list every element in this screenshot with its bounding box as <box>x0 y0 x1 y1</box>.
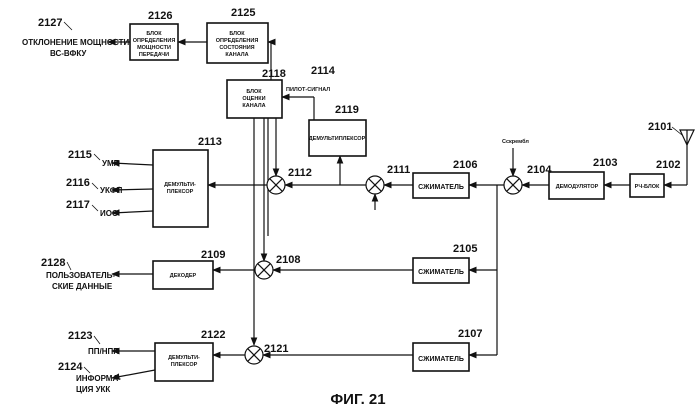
ref-2125: 2125 <box>231 7 255 19</box>
pp-npp-label: 2123 ПП/НПП <box>68 330 119 356</box>
svg-text:2121: 2121 <box>264 343 288 355</box>
ref-2126: 2126 <box>148 10 172 22</box>
svg-text:ЦИЯ УКК: ЦИЯ УКК <box>76 385 110 394</box>
svg-text:ОЦЕНКИ: ОЦЕНКИ <box>242 96 265 102</box>
pilot-demux-block: ДЕМУЛЬТИПЛЕКСОР 2119 <box>309 104 366 156</box>
svg-text:ОПРЕДЕЛЕНИЯ: ОПРЕДЕЛЕНИЯ <box>133 38 176 44</box>
svg-text:УМП: УМП <box>102 159 120 168</box>
svg-text:2112: 2112 <box>288 167 312 179</box>
compressor-2105-block: СЖИМАТЕЛЬ 2105 <box>413 243 477 283</box>
output-power-label: 2127 ОТКЛОНЕНИЕ МОЩНОСТИ ВС-ВФКУ <box>22 17 130 58</box>
ref-2119: 2119 <box>335 104 359 116</box>
ios-label: 2117 ИОС <box>66 199 118 218</box>
svg-text:2128: 2128 <box>41 257 65 269</box>
ref-2106: 2106 <box>453 159 477 171</box>
svg-text:СЖИМАТЕЛЬ: СЖИМАТЕЛЬ <box>418 269 464 276</box>
svg-text:СЖИМАТЕЛЬ: СЖИМАТЕЛЬ <box>418 356 464 363</box>
svg-text:2117: 2117 <box>66 199 90 211</box>
tx-power-block: БЛОК ОПРЕДЕЛЕНИЯ МОЩНОСТИ ПЕРЕДАЧИ 2126 <box>130 10 178 60</box>
ukk-info-label: 2124 ИНФОРМА- ЦИЯ УКК <box>58 361 121 394</box>
svg-text:2116: 2116 <box>66 177 90 189</box>
svg-text:2123: 2123 <box>68 330 92 342</box>
svg-text:ДЕМУЛЬТИ-: ДЕМУЛЬТИ- <box>168 355 200 361</box>
antenna-icon <box>680 130 694 145</box>
svg-text:ИНФОРМА-: ИНФОРМА- <box>76 374 121 383</box>
ref-2118: 2118 <box>262 68 286 80</box>
compressor-2107-block: СЖИМАТЕЛЬ 2107 <box>413 328 482 371</box>
svg-text:2111: 2111 <box>387 164 410 176</box>
ref-2103: 2103 <box>593 157 617 169</box>
svg-text:Cскрембл: Cскрембл <box>502 138 529 145</box>
svg-text:УКФП: УКФП <box>100 186 123 195</box>
svg-text:ДЕМУЛЬТИ-: ДЕМУЛЬТИ- <box>164 182 196 188</box>
svg-text:ПЛЕКСОР: ПЛЕКСОР <box>171 362 198 368</box>
mixer-2108: 2108 <box>255 254 300 279</box>
svg-text:СОСТОЯНИЯ: СОСТОЯНИЯ <box>219 45 254 51</box>
svg-text:ПЕРЕДАЧИ: ПЕРЕДАЧИ <box>139 52 169 58</box>
svg-text:ОПРЕДЕЛЕНИЯ: ОПРЕДЕЛЕНИЯ <box>216 38 259 44</box>
demodulator-block: ДЕМОДУЛЯТОР 2103 <box>549 157 617 199</box>
channel-estimator-block: БЛОК ОЦЕНКИ КАНАЛА 2118 <box>227 68 286 118</box>
ref-2105: 2105 <box>453 243 477 255</box>
svg-text:2127: 2127 <box>38 17 62 29</box>
mixer-2104: 2104 <box>504 164 552 194</box>
svg-text:2108: 2108 <box>276 254 300 266</box>
svg-text:2115: 2115 <box>68 149 92 161</box>
figure-caption: ФИГ. 21 <box>330 391 385 408</box>
ref-antenna: 2101 <box>648 121 672 133</box>
mixer-2111: 2111 <box>366 164 410 194</box>
decoder-block: ДЕКОДЕР 2109 <box>153 249 225 289</box>
svg-text:ПОЛЬЗОВАТЕЛЬ-: ПОЛЬЗОВАТЕЛЬ- <box>46 271 115 280</box>
pilot-signal-label: 2114 ПИЛОТ-СИГНАЛ <box>286 65 336 93</box>
cscrambl-label: Cскрембл <box>502 138 529 145</box>
svg-text:СКИЕ ДАННЫЕ: СКИЕ ДАННЫЕ <box>52 282 113 291</box>
mixer-2121: 2121 <box>245 343 288 364</box>
mixer-2112: 2112 <box>267 167 312 194</box>
ref-2107: 2107 <box>458 328 482 340</box>
ukfp-label: 2116 УКФП <box>66 177 123 195</box>
svg-text:ПЛЕКСОР: ПЛЕКСОР <box>167 189 194 195</box>
svg-text:ИОС: ИОС <box>100 209 118 218</box>
ref-2102: 2102 <box>656 159 680 171</box>
compressor-2106-block: СЖИМАТЕЛЬ 2106 <box>413 159 477 198</box>
svg-text:БЛОК: БЛОК <box>229 31 245 37</box>
svg-text:МОЩНОСТИ: МОЩНОСТИ <box>137 45 171 51</box>
svg-text:ДЕМОДУЛЯТОР: ДЕМОДУЛЯТОР <box>556 184 599 190</box>
svg-text:2124: 2124 <box>58 361 83 373</box>
user-data-label: 2128 ПОЛЬЗОВАТЕЛЬ- СКИЕ ДАННЫЕ <box>41 257 115 291</box>
svg-text:РЧ-БЛОК: РЧ-БЛОК <box>635 184 660 190</box>
svg-text:ДЕМУЛЬТИПЛЕКСОР: ДЕМУЛЬТИПЛЕКСОР <box>309 136 366 142</box>
ump-label: 2115 УМП <box>68 149 120 168</box>
svg-text:2104: 2104 <box>527 164 552 176</box>
svg-text:БЛОК: БЛОК <box>246 89 262 95</box>
demux-2113-block: ДЕМУЛЬТИ- ПЛЕКСОР 2113 <box>153 136 222 227</box>
rf-block: РЧ-БЛОК 2102 <box>630 159 680 197</box>
channel-state-block: БЛОК ОПРЕДЕЛЕНИЯ СОСТОЯНИЯ КАНАЛА 2125 <box>207 7 268 63</box>
svg-text:ДЕКОДЕР: ДЕКОДЕР <box>170 273 197 279</box>
svg-text:ОТКЛОНЕНИЕ МОЩНОСТИ: ОТКЛОНЕНИЕ МОЩНОСТИ <box>22 38 130 47</box>
svg-text:КАНАЛА: КАНАЛА <box>225 52 248 58</box>
ref-2122: 2122 <box>201 329 225 341</box>
svg-text:ВС-ВФКУ: ВС-ВФКУ <box>50 49 87 58</box>
svg-text:ПИЛОТ-СИГНАЛ: ПИЛОТ-СИГНАЛ <box>286 87 330 93</box>
svg-text:СЖИМАТЕЛЬ: СЖИМАТЕЛЬ <box>418 184 464 191</box>
svg-text:ПП/НПП: ПП/НПП <box>88 347 119 356</box>
svg-text:КАНАЛА: КАНАЛА <box>242 103 265 109</box>
svg-text:2114: 2114 <box>311 65 336 77</box>
ref-2109: 2109 <box>201 249 225 261</box>
svg-text:БЛОК: БЛОК <box>146 31 162 37</box>
ref-2113: 2113 <box>198 136 222 148</box>
